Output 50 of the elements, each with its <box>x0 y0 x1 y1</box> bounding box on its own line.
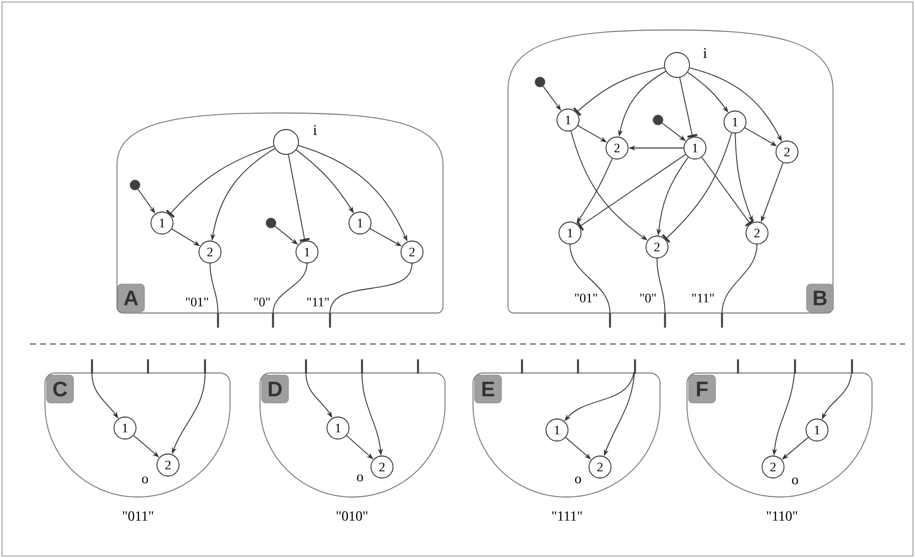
terminal-tick <box>577 359 579 374</box>
input-dot <box>652 114 664 126</box>
output-code: "0" <box>254 298 270 306</box>
terminal-tick <box>721 313 723 328</box>
panel-caption: "011" <box>122 511 154 521</box>
bar-arrow <box>288 154 310 242</box>
terminal-tick <box>305 359 307 374</box>
output-line <box>272 263 308 314</box>
terminal-tick <box>204 359 206 374</box>
output-line <box>210 263 218 314</box>
output-code: "01" <box>186 298 208 306</box>
output-line <box>330 263 412 314</box>
terminal-tick <box>417 359 419 374</box>
output-label: o <box>357 474 363 482</box>
input-circle <box>273 129 299 155</box>
output-line <box>656 258 666 314</box>
output-line <box>722 244 758 314</box>
input-circle <box>664 52 690 78</box>
bar-arrow <box>576 154 686 231</box>
terminal-tick <box>664 313 666 328</box>
panel-caption: "010" <box>336 511 368 521</box>
output-code: "01" <box>575 294 597 302</box>
output-code: "0" <box>640 294 656 302</box>
output-code: "11" <box>692 294 714 302</box>
panel-caption: "110" <box>766 511 798 521</box>
bar-arrow <box>701 156 754 227</box>
output-code: "11" <box>307 298 329 306</box>
terminal-tick <box>272 313 274 328</box>
bar-arrow <box>679 77 698 138</box>
output-label: o <box>792 478 798 484</box>
input-dot <box>534 76 546 88</box>
terminal-tick <box>521 359 523 374</box>
terminal-tick <box>634 359 636 374</box>
output-label: o <box>142 476 148 484</box>
terminal-tick <box>217 313 219 328</box>
output-line <box>570 244 610 314</box>
input-label: i <box>313 125 317 135</box>
terminal-tick <box>609 313 611 328</box>
output-label: o <box>575 476 581 484</box>
panel-caption: "111" <box>552 511 582 521</box>
input-label: i <box>703 48 707 58</box>
terminal-tick <box>361 359 363 374</box>
terminal-tick <box>794 359 796 374</box>
terminal-tick <box>737 359 739 374</box>
terminal-tick <box>147 359 149 374</box>
input-dot <box>266 218 276 228</box>
terminal-tick <box>91 359 93 374</box>
input-dot <box>130 180 140 190</box>
terminal-tick <box>851 359 853 374</box>
terminal-tick <box>329 313 331 328</box>
